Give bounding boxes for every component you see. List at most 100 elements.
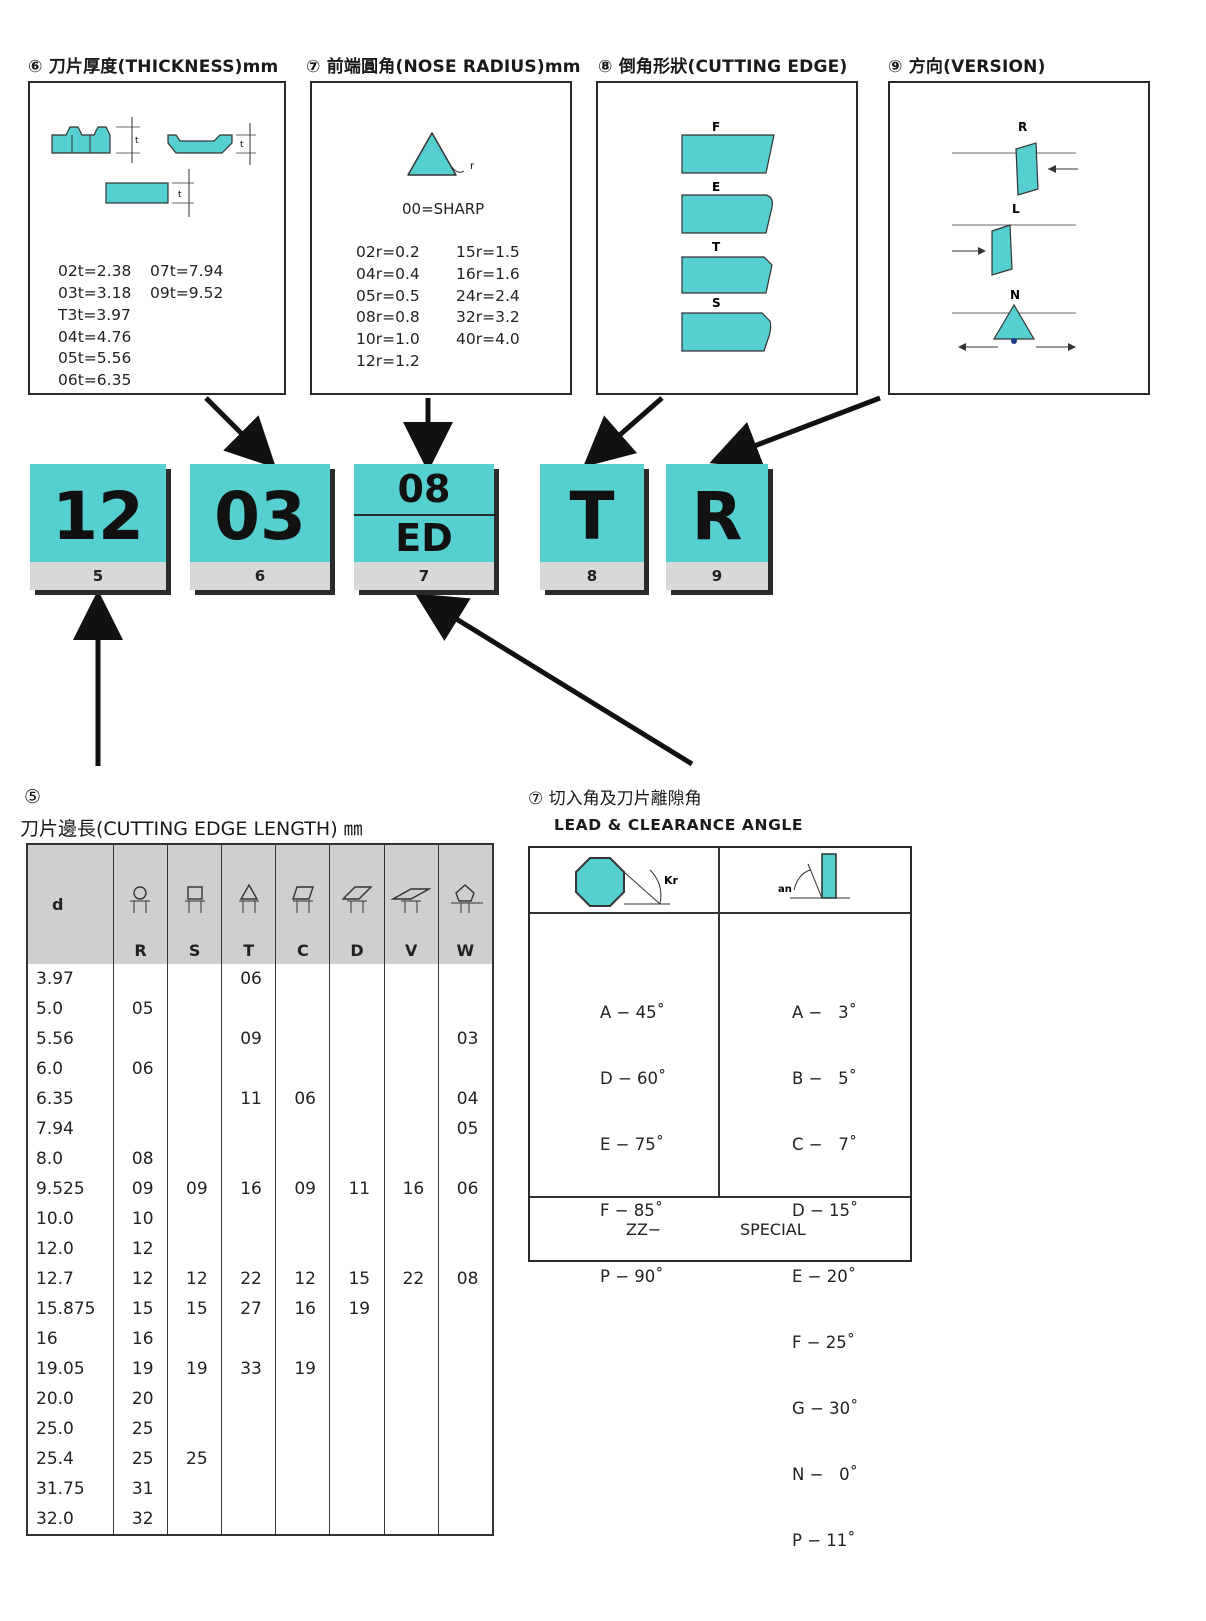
diameter-cell: 8.0 [26, 1144, 114, 1174]
size-code-cell: 05 [112, 994, 169, 1024]
radius-value: 40r=4.0 [456, 330, 520, 348]
diameter-cell: 10.0 [26, 1204, 114, 1234]
size-code-cell [329, 1114, 385, 1144]
cutting-edge-shapes-icon: F E T S [681, 120, 775, 352]
svg-text:t: t [240, 140, 244, 150]
radius-value: 16r=1.6 [456, 265, 520, 283]
size-code-cell [383, 1504, 439, 1535]
size-code-cell [221, 994, 277, 1024]
size-code-cell [112, 1084, 169, 1114]
size-code-cell: 03 [437, 1024, 494, 1054]
size-code-cell [437, 1384, 494, 1414]
size-code-cell [437, 1354, 494, 1384]
radius-value: 24r=2.4 [456, 287, 520, 305]
diameter-cell: 32.0 [26, 1504, 114, 1535]
size-code-cell [167, 964, 223, 994]
code-value: 03 [214, 478, 306, 555]
edge-label-s: S [712, 296, 721, 310]
size-code-cell [221, 1204, 277, 1234]
an-label: an [778, 884, 792, 895]
size-code-cell [383, 1324, 439, 1354]
size-code-cell: 09 [112, 1174, 169, 1204]
size-code-cell [329, 1354, 385, 1384]
size-code-cell: 04 [437, 1084, 494, 1114]
code-box-6: 03 6 [190, 464, 330, 590]
size-code-cell [275, 1444, 331, 1474]
triangle-shape-icon [238, 883, 259, 913]
size-code-cell [383, 1024, 439, 1054]
thickness-value: 05t=5.56 [58, 349, 132, 367]
size-code-cell: 15 [167, 1294, 223, 1324]
nose-radius-box: r 00=SHARP 02r=0.2 04r=0.4 05r=0.5 08r=0… [310, 81, 572, 395]
radius-value: 15r=1.5 [456, 243, 520, 261]
size-code-cell [329, 964, 385, 994]
size-code-cell [167, 1414, 223, 1444]
code-num: 5 [30, 562, 166, 590]
size-code-cell [275, 1204, 331, 1234]
col-header-d-shape: D [329, 844, 385, 964]
size-code-cell [221, 1114, 277, 1144]
diameter-cell: 12.0 [26, 1234, 114, 1264]
size-code-cell [167, 1084, 223, 1114]
diameter-cell: 9.525 [26, 1174, 114, 1204]
size-code-cell: 06 [437, 1174, 494, 1204]
edge-label-t: T [712, 240, 721, 254]
size-code-cell [437, 1504, 494, 1535]
diameter-cell: 15.875 [26, 1294, 114, 1324]
code-num: 6 [190, 562, 330, 590]
size-code-cell [437, 1324, 494, 1354]
code-box-5: 12 5 [30, 464, 166, 590]
edge-length-circled: ⑤ [24, 786, 42, 808]
special-label: SPECIAL [740, 1220, 806, 1239]
code-num: 7 [354, 562, 494, 590]
size-code-cell [275, 1144, 331, 1174]
size-code-cell: 06 [112, 1054, 169, 1084]
thickness-value: 09t=9.52 [150, 284, 224, 302]
size-code-cell: 10 [112, 1204, 169, 1234]
code-value: R [691, 478, 743, 555]
col-header-t: T [221, 844, 277, 964]
version-title: ⑨ 方向(VERSION) [888, 57, 1046, 77]
size-code-cell: 25 [167, 1444, 223, 1474]
size-code-cell [275, 964, 331, 994]
radius-value: 04r=0.4 [356, 265, 420, 283]
size-code-cell: 06 [275, 1084, 331, 1114]
r-label: r [470, 161, 475, 172]
round-insert-icon [130, 886, 151, 913]
size-code-cell [275, 1384, 331, 1414]
arrow-version [709, 395, 881, 469]
size-code-cell [437, 1234, 494, 1264]
size-code-cell [275, 1504, 331, 1535]
thickness-value: T3t=3.97 [58, 306, 131, 324]
thickness-box: t t t 02t=2.38 03t=3.18 T3t=3.97 04t=4.7… [28, 81, 286, 395]
size-code-cell: 08 [437, 1264, 494, 1294]
trigon-insert-icon [451, 884, 484, 913]
lead-clearance-title: ⑦ 切入角及刀片離隙角 [528, 789, 702, 809]
size-code-cell: 19 [329, 1294, 385, 1324]
size-code-cell: 11 [329, 1174, 385, 1204]
col-header-d: d [26, 844, 114, 964]
arrow-thickness [204, 396, 277, 469]
code-value-bottom: ED [395, 516, 453, 560]
size-code-cell [383, 1354, 439, 1384]
radius-value: 10r=1.0 [356, 330, 420, 348]
size-code-cell: 11 [221, 1084, 277, 1114]
size-code-cell [275, 1054, 331, 1084]
size-code-cell [329, 1324, 385, 1354]
size-code-cell [221, 1234, 277, 1264]
code-value-top: 08 [397, 467, 451, 511]
version-label-r: R [1018, 120, 1027, 134]
size-code-cell [221, 1474, 277, 1504]
size-code-cell [383, 1234, 439, 1264]
arrow-cutting-edge [582, 396, 664, 468]
size-code-cell: 27 [221, 1294, 277, 1324]
size-code-cell: 06 [221, 964, 277, 994]
